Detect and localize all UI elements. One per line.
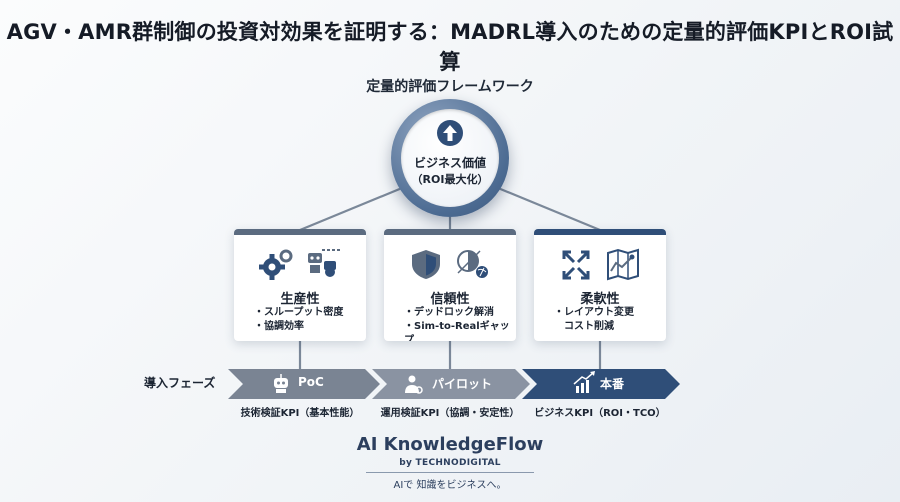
card-flexibility: 柔軟性 ・レイアウト変更 コスト削減: [534, 229, 666, 341]
card-title: 信頼性: [430, 292, 470, 307]
connector-left: [299, 186, 403, 232]
card-item: ・協調効率: [254, 321, 304, 332]
arrow-up-icon: [437, 120, 463, 146]
person-settings-icon: [405, 375, 423, 394]
bar-chart-up-icon: [573, 371, 595, 393]
card-accent-bar: [534, 229, 666, 235]
framework-label: 定量的評価フレームワーク: [366, 79, 534, 95]
card-item: ・スループット密度: [254, 307, 344, 318]
hub-subtitle: （ROI最大化）: [411, 173, 489, 186]
card-title: 柔軟性: [580, 292, 620, 307]
card-item: コスト削減: [554, 321, 614, 332]
card-productivity: 生産性 ・スループット密度 ・協調効率: [234, 229, 366, 341]
phase-arrow-production: [522, 369, 680, 399]
card-title: 生産性: [280, 292, 320, 307]
brand-byline: by TECHNODIGITAL: [399, 458, 501, 468]
brand-tagline: AIで 知識をビジネスへ。: [393, 480, 507, 491]
card-accent-bar: [384, 229, 516, 235]
brand-divider: [366, 472, 534, 473]
card-item: ・レイアウト変更: [554, 307, 634, 318]
card-item: ・Sim-to-Realギャップ: [404, 321, 510, 341]
half-circle-globe-icon: [457, 250, 488, 278]
gears-icon: [259, 249, 293, 280]
map-icon: [607, 248, 639, 281]
robots-icon: [308, 249, 342, 277]
phase-row-label: 導入フェーズ: [144, 376, 216, 390]
phase-kpi-production: ビジネスKPI（ROI・TCO）: [534, 408, 666, 419]
card-reliability: 信頼性 ・デッドロック解消 ・Sim-to-Realギャップ: [384, 229, 516, 341]
phase-kpi-poc: 技術検証KPI（基本性能）: [240, 408, 360, 419]
card-item: ・デッドロック解消: [404, 307, 494, 318]
card-accent-bar: [234, 229, 366, 235]
phase-label-pilot: パイロット: [432, 377, 493, 391]
brand-logo: AI KnowledgeFlow: [356, 434, 544, 455]
phase-arrow-poc: [228, 369, 380, 399]
page-title: AGV・AMR群制御の投資対効果を証明する：MADRL導入のための定量的評価KP…: [6, 20, 894, 74]
phase-label-poc: PoC: [298, 375, 324, 389]
expand-arrows-icon: [562, 250, 590, 280]
connector-right: [497, 186, 601, 232]
hub-title: ビジネス価値: [413, 156, 486, 170]
shield-icon: [412, 250, 440, 279]
phase-label-production: 本番: [600, 377, 625, 391]
phase-kpi-pilot: 運用検証KPI（協調・安定性）: [380, 408, 520, 419]
robot-icon: [274, 374, 288, 393]
